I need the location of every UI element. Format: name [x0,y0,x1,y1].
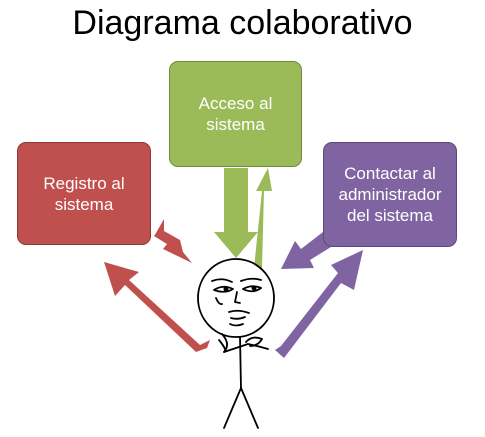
arrow-user-to-contactar [275,250,363,358]
arrow-user-to-acceso [254,168,272,268]
box-acceso-label: Acceso al sistema [198,94,273,134]
box-contactar-administrador: Contactar al administrador del sistema [323,142,457,247]
arrow-contactar-to-user [281,232,331,269]
diagram-title: Diagrama colaborativo [72,4,413,42]
box-registro-label: Registro al sistema [43,173,125,214]
arrow-registro-to-user [154,219,192,263]
box-acceso-al-sistema: Acceso al sistema [169,61,302,167]
box-registro-al-sistema: Registro al sistema [17,142,151,245]
user-stick-figure [197,258,275,429]
arrow-acceso-to-user [214,168,258,258]
arrow-user-to-registro [104,262,210,352]
box-contactar-label: Contactar al administrador del sistema [338,164,442,225]
